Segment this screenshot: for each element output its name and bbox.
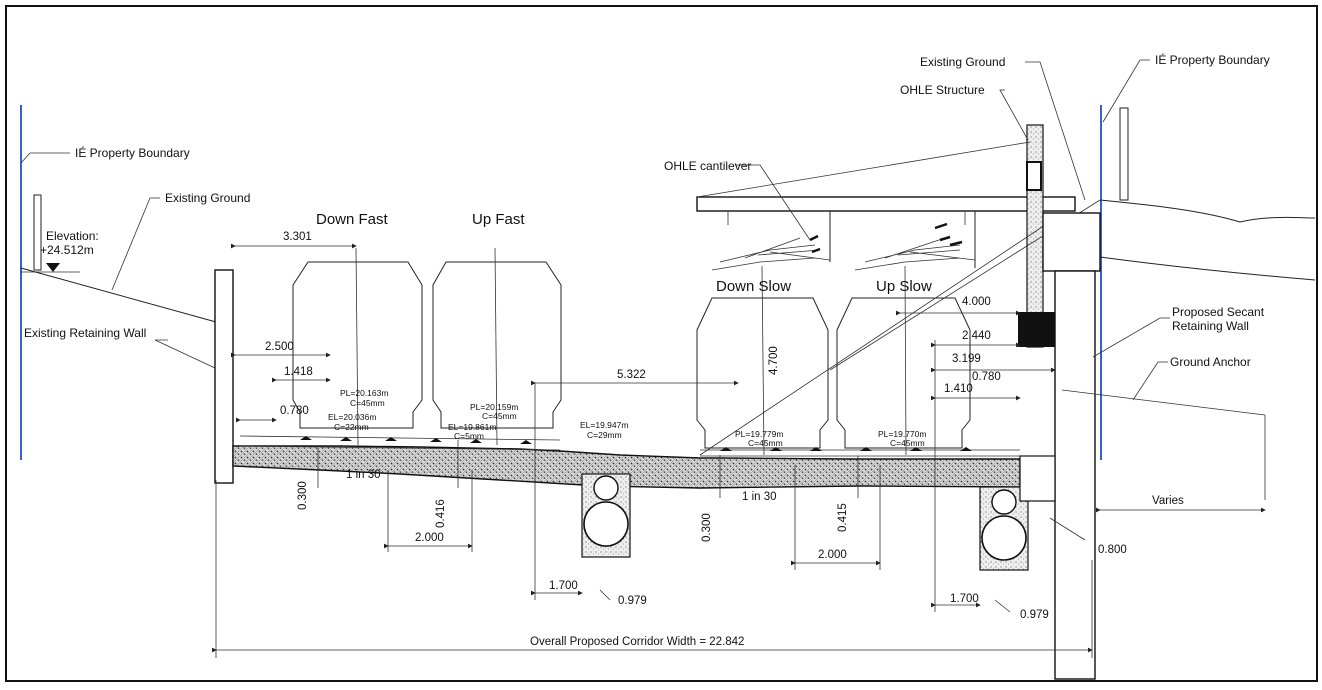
mid-c: C=29mm <box>587 430 622 440</box>
dim-2440: 2.440 <box>962 330 991 342</box>
gradient-right: 1 in 30 <box>742 491 777 503</box>
dim-1410: 1.410 <box>944 383 973 395</box>
mid-el: EL=19.947m <box>580 420 628 430</box>
ohle-cantilever-label: OHLE cantilever <box>664 159 751 173</box>
down-fast-centreline <box>355 247 359 446</box>
dim-0979-left: 0.979 <box>618 595 647 607</box>
uf-c2: C=5mm <box>454 431 484 441</box>
gradient-left: 1 in 30 <box>346 469 381 481</box>
proposed-secant-label-2: Retaining Wall <box>1172 319 1249 333</box>
dim-4700: 4.700 <box>768 346 780 375</box>
existing-retaining-wall <box>214 269 234 484</box>
us-pl: PL=19.770m <box>878 429 926 439</box>
df-el: EL=20.036m <box>328 412 376 422</box>
us-c: C=45mm <box>890 438 925 448</box>
elevation-marker-icon <box>46 263 60 272</box>
up-fast-centreline <box>494 247 498 446</box>
dim-0979-right: 0.979 <box>1020 609 1049 621</box>
dim-0800: 0.800 <box>1098 544 1127 556</box>
dim-3199: 3.199 <box>952 353 981 365</box>
dim-2500: 2.500 <box>265 341 294 353</box>
property-boundary-right-label: IÉ Property Boundary <box>1155 52 1270 67</box>
ohle-structure-label: OHLE Structure <box>900 83 985 97</box>
leader-secant <box>1092 317 1170 358</box>
df-c: C=45mm <box>350 398 385 408</box>
ohle-boom <box>696 196 1076 212</box>
drain-left <box>581 473 631 558</box>
elevation-label: Elevation: <box>46 229 99 243</box>
ohle-cantilever-right <box>854 222 976 271</box>
ground-anchor-line <box>1061 389 1266 416</box>
proposed-secant-wall <box>1054 270 1096 680</box>
ohle-tie-1 <box>696 141 1031 198</box>
leader-ohle-cantilever <box>735 164 811 241</box>
uf-c: C=45mm <box>482 411 517 421</box>
up-slow-centreline <box>904 265 907 456</box>
ds-pl: PL=19.779m <box>735 429 783 439</box>
leader-eg-right <box>1025 61 1086 201</box>
dim-0415: 0.415 <box>837 503 849 532</box>
existing-ground-right-line <box>1099 199 1316 223</box>
existing-ground-left-label: Existing Ground <box>165 191 250 205</box>
leader-anchor <box>1132 361 1168 401</box>
leader-pb-right <box>1102 59 1150 123</box>
overall-width-label: Overall Proposed Corridor Width = 22.842 <box>530 636 744 648</box>
rails-right <box>700 447 1020 457</box>
dim-1700-left: 1.700 <box>549 580 578 592</box>
up-fast-envelope <box>432 261 562 429</box>
dim-5322: 5.322 <box>617 369 646 381</box>
ohle-cantilever-left <box>711 234 831 271</box>
dim-3301: 3.301 <box>283 231 312 243</box>
track-up-fast: Up Fast <box>472 211 525 228</box>
dim-0300-left: 0.300 <box>297 481 309 510</box>
capping-beam <box>1042 212 1101 272</box>
ds-c: C=45mm <box>748 438 783 448</box>
dim-0780-left: 0.780 <box>280 405 309 417</box>
leader-ohle-structure <box>999 89 1029 141</box>
dim-0416: 0.416 <box>435 499 447 528</box>
down-slow-centreline <box>761 265 765 456</box>
dimension-lines <box>212 243 1266 658</box>
df-c2: C=22mm <box>334 422 369 432</box>
track-down-fast: Down Fast <box>316 211 389 228</box>
left-post <box>33 194 42 271</box>
dim-1700-right: 1.700 <box>950 593 979 605</box>
property-boundary-left-label: IÉ Property Boundary <box>75 145 190 160</box>
leader-retaining-wall <box>154 339 231 376</box>
ohle-tie-2 <box>699 224 1046 456</box>
up-slow-envelope <box>836 297 971 449</box>
dim-1418: 1.418 <box>284 366 313 378</box>
down-slow-envelope <box>696 297 829 449</box>
drawing-border <box>5 5 1318 682</box>
df-pl: PL=20.163m <box>340 388 388 398</box>
down-fast-envelope <box>292 261 423 429</box>
drain-right <box>979 486 1029 571</box>
leader-eg-left <box>111 197 160 291</box>
wall-toe-block <box>1019 455 1056 502</box>
dim-2000-right: 2.000 <box>818 549 847 561</box>
right-post <box>1119 107 1129 201</box>
ground-anchor-label: Ground Anchor <box>1170 355 1251 369</box>
uf-el: EL=19.861m <box>448 422 496 432</box>
uf-pl: PL=20.159m <box>470 402 518 412</box>
proposed-secant-label-1: Proposed Secant <box>1172 305 1265 319</box>
dim-4000: 4.000 <box>962 296 991 308</box>
ohle-base-block <box>1018 312 1058 347</box>
dim-0780-right: 0.780 <box>972 371 1001 383</box>
dim-0300-right: 0.300 <box>701 513 713 542</box>
existing-ground-right-label: Existing Ground <box>920 55 1005 69</box>
ohle-mast-bracket <box>1026 161 1042 191</box>
elevation-value: +24.512m <box>40 243 94 257</box>
dim-2000-left: 2.000 <box>415 532 444 544</box>
existing-ground-left-line <box>20 267 217 323</box>
ground-line-right-2 <box>1099 256 1316 281</box>
track-up-slow: Up Slow <box>876 278 932 295</box>
leader-pb-left <box>20 152 70 164</box>
varies-label: Varies <box>1152 495 1184 507</box>
existing-retaining-wall-label: Existing Retaining Wall <box>24 326 146 340</box>
track-down-slow: Down Slow <box>716 278 791 295</box>
rails-left <box>239 435 561 451</box>
